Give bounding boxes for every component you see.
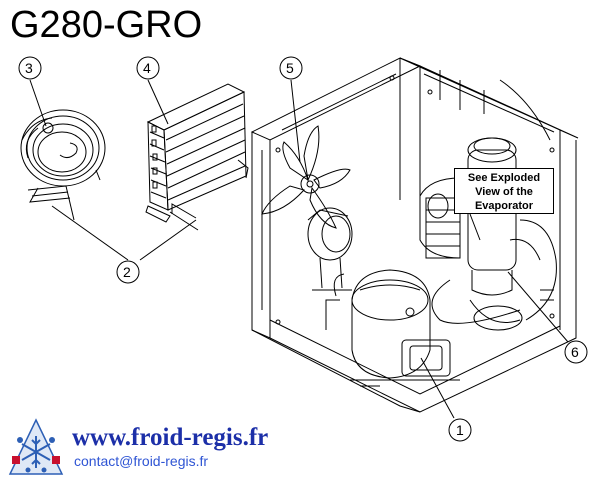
contact-email-link[interactable]: contact@froid-regis.fr bbox=[74, 453, 209, 469]
note-line-3: Evaporator bbox=[474, 200, 534, 212]
leader-lines bbox=[29, 79, 569, 419]
evaporator-note-box: See Exploded View of the Evaporator bbox=[454, 168, 554, 214]
callout-5: 5 bbox=[286, 60, 294, 76]
note-line-1: See Exploded bbox=[467, 172, 541, 184]
website-link[interactable]: www.froid-regis.fr bbox=[72, 424, 269, 451]
fan-motor bbox=[307, 207, 353, 291]
condenser-coil-part bbox=[20, 109, 106, 221]
callout-6: 6 bbox=[571, 344, 579, 360]
callout-circles bbox=[18, 56, 588, 442]
radiator-part bbox=[145, 83, 249, 231]
callout-1: 1 bbox=[456, 422, 464, 438]
fan-blade-part bbox=[261, 125, 351, 229]
callout-3: 3 bbox=[25, 60, 33, 76]
compressor-part bbox=[325, 269, 460, 387]
evaporator-assembly bbox=[419, 137, 557, 331]
snowflake-logo-icon bbox=[8, 418, 64, 475]
note-line-2: View of the bbox=[475, 186, 533, 198]
cabinet-frame bbox=[250, 57, 579, 413]
callout-4: 4 bbox=[143, 60, 151, 76]
callout-2: 2 bbox=[123, 264, 131, 280]
page-title: G280-GRO bbox=[10, 4, 203, 46]
